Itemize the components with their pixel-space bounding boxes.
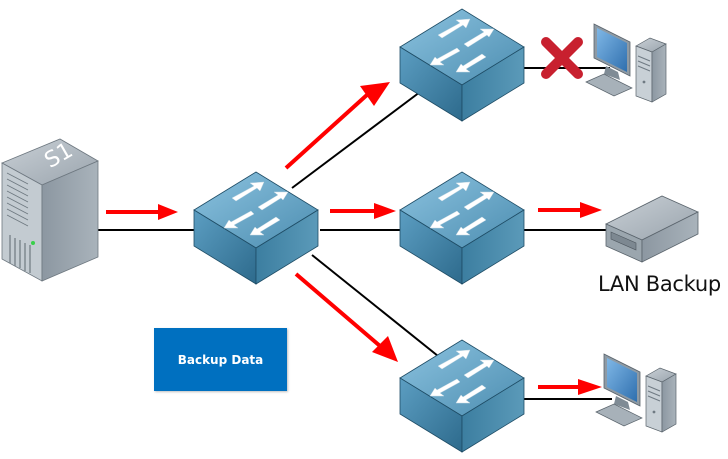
pc-bottom[interactable] [595,353,677,433]
legend-backup-data: Backup Data [154,328,287,391]
switch-middle[interactable] [399,171,525,285]
legend-label: Backup Data [177,352,264,367]
power-led-icon [31,241,35,245]
flow-arrow-bottom-pc [538,379,602,395]
flow-arrows [106,82,602,395]
flow-arrow-server-center [106,204,178,220]
lan-backup-label: LAN Backup [598,272,721,296]
flow-arrow-middle-backup [538,202,602,218]
flow-arrow-center-middle [330,203,396,219]
link-center-top [291,91,421,189]
pc-top[interactable] [585,23,667,103]
switch-bottom[interactable] [399,339,525,453]
switch-center[interactable] [193,171,319,285]
lan-backup-device[interactable] [605,195,699,263]
link-center-bottom [311,254,439,357]
blocked-x-icon [541,37,583,79]
server-s1[interactable]: S1 [1,138,99,282]
switch-top[interactable] [399,8,525,122]
flow-arrow-center-bottom [294,272,398,362]
flow-arrow-center-top [284,82,390,170]
